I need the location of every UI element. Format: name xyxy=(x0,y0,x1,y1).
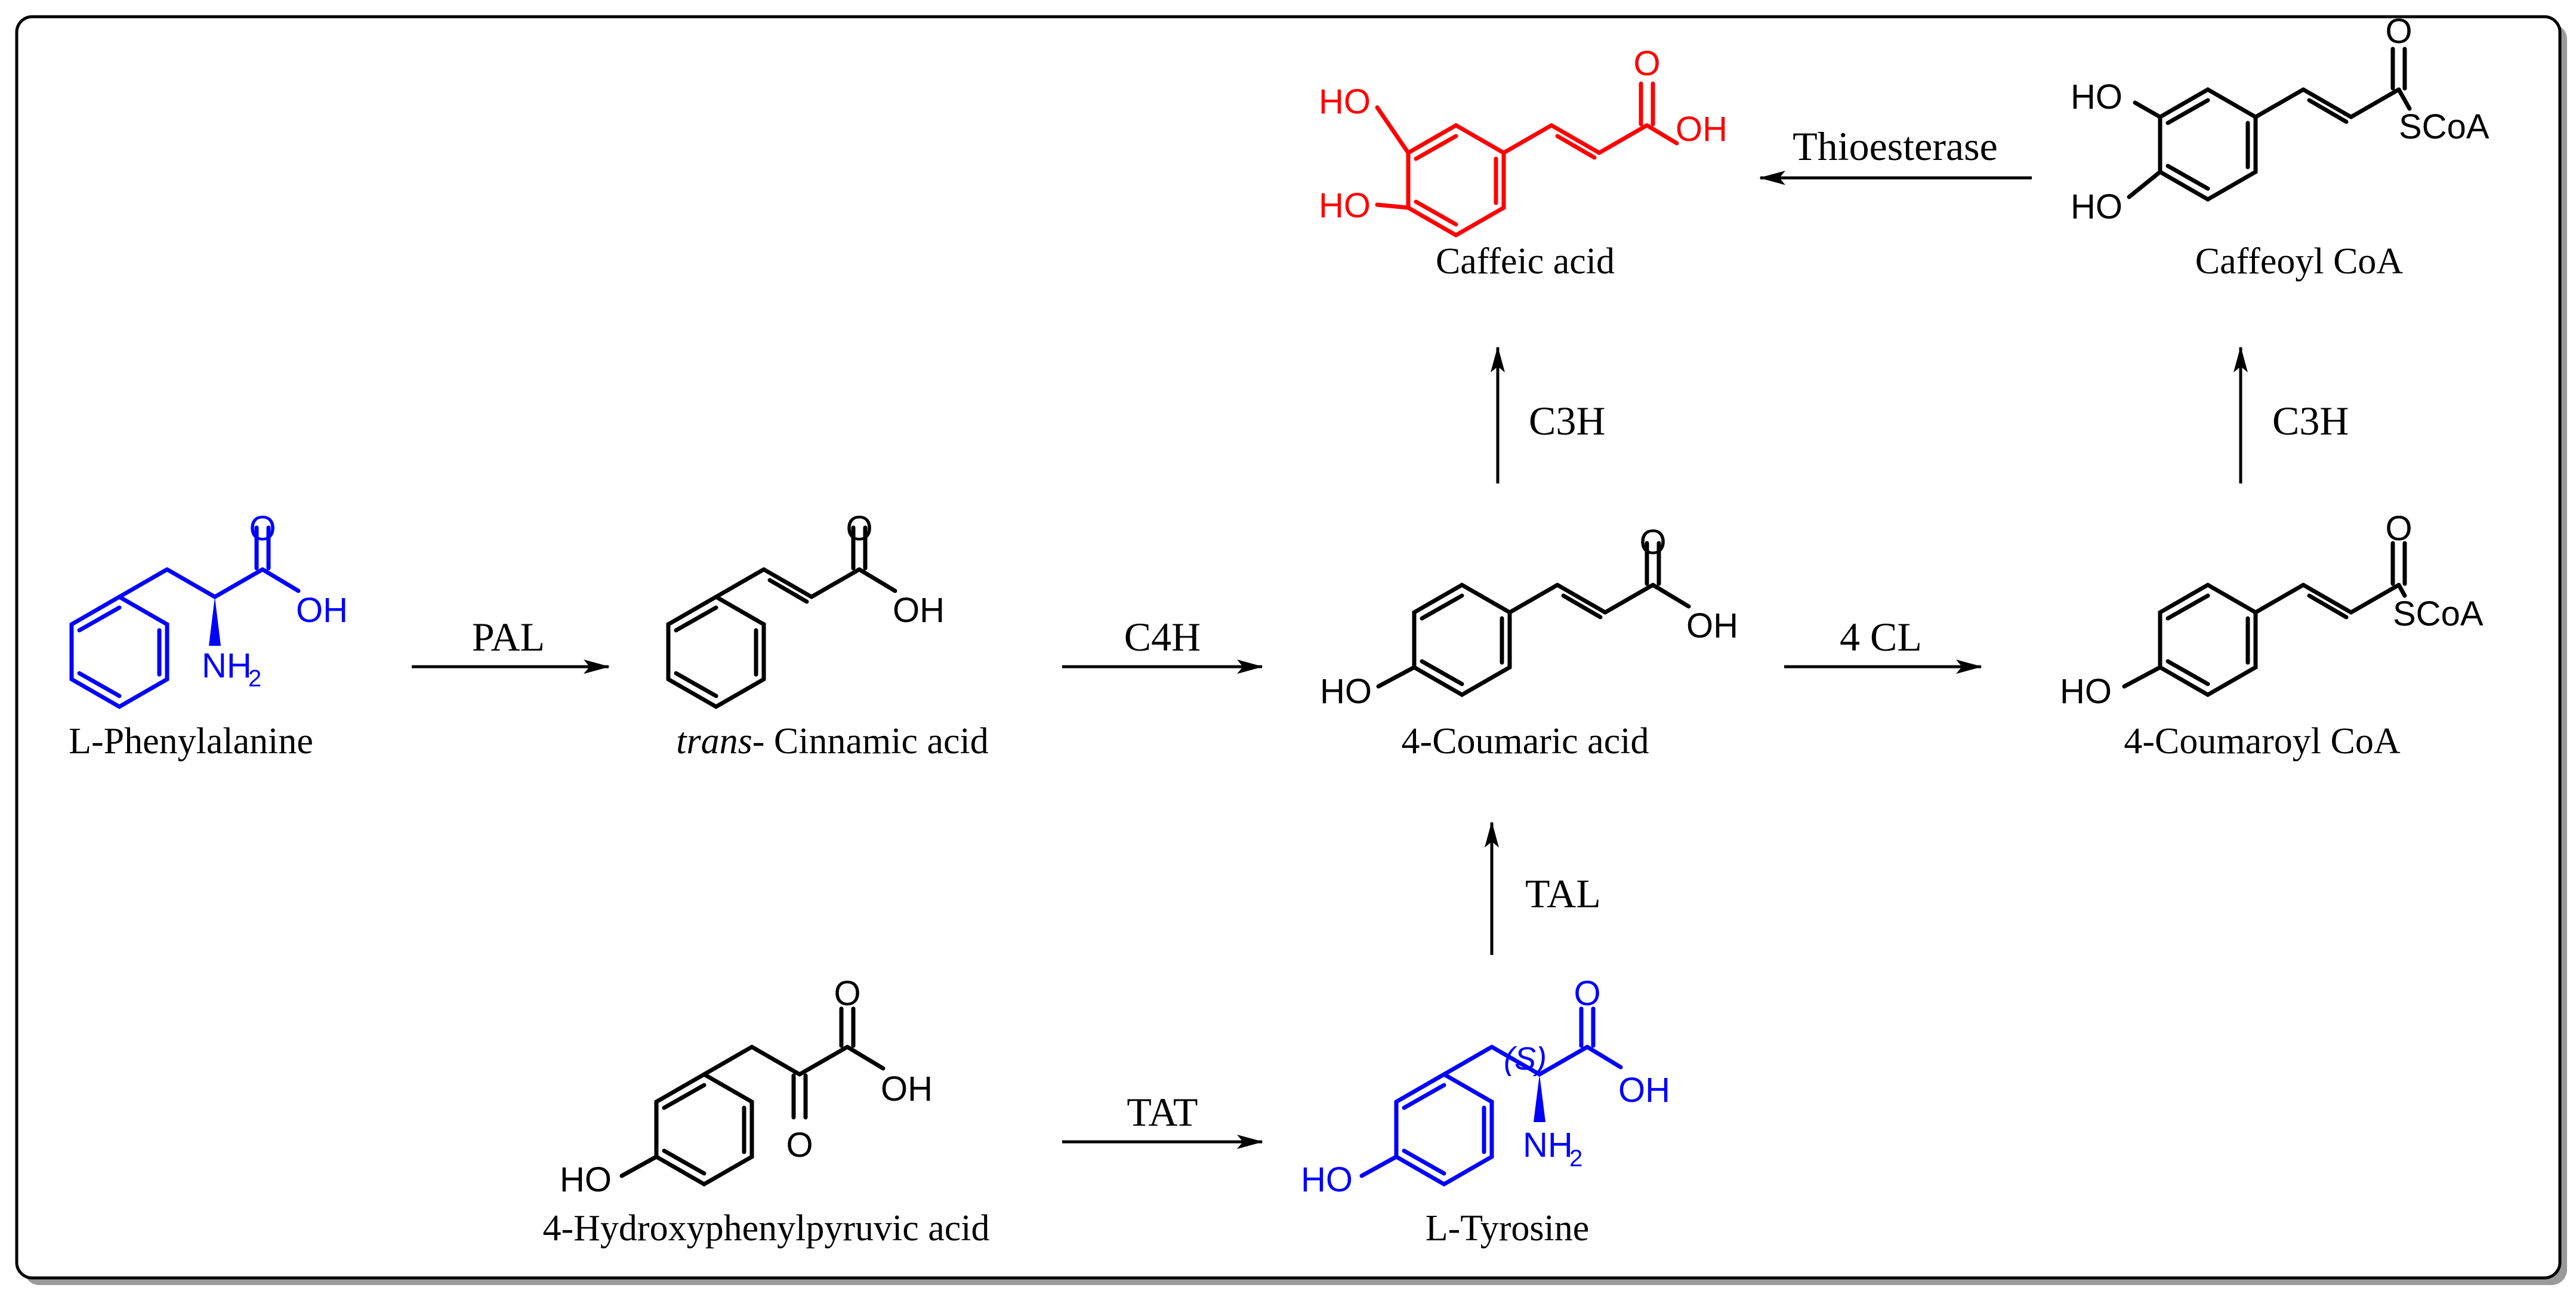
compound-4-hydroxyphenylpyruvic-acid xyxy=(619,1006,886,1187)
cafcoa-atom-o: O xyxy=(2385,12,2412,51)
enzyme-label-pal: PAL xyxy=(472,614,545,660)
cin-name-italic: trans xyxy=(676,721,752,762)
reaction-arrows xyxy=(412,171,2248,1149)
hpp-name: 4-Hydroxyphenylpyruvic acid xyxy=(543,1208,990,1249)
cafcoa-atom-scoa: SCoA xyxy=(2399,107,2489,146)
hpp-atom-o2: O xyxy=(786,1126,813,1164)
caf-atom-oh: OH xyxy=(1676,110,1727,149)
phe-name: L-Phenylalanine xyxy=(69,721,313,762)
tyr-atom-nh: NH xyxy=(1523,1126,1573,1164)
coucoa-name: 4-Coumaroyl CoA xyxy=(2124,721,2400,762)
enzyme-label-tal: TAL xyxy=(1525,871,1601,916)
phe-atom-oh: OH xyxy=(296,591,348,630)
enzyme-label-4cl: 4 CL xyxy=(1840,614,1922,660)
cou-atom-o: O xyxy=(1639,523,1666,562)
tyr-atom-o: O xyxy=(1574,974,1600,1013)
tyr-atom-oh: OH xyxy=(1618,1071,1670,1110)
compound-4-coumaroyl-coa xyxy=(2122,541,2407,698)
cou-name: 4-Coumaric acid xyxy=(1402,721,1649,762)
enzyme-label-c3h-left: C3H xyxy=(1529,398,1605,443)
phe-atom-nh: NH xyxy=(202,646,252,685)
cin-atom-o: O xyxy=(846,509,872,548)
phe-atom-o: O xyxy=(249,509,276,548)
caf-atom-o: O xyxy=(1633,44,1660,83)
compound-trans-cinnamic-acid xyxy=(666,525,897,710)
tyr-stereo-label: (S) xyxy=(1504,1041,1547,1077)
cin-atom-oh: OH xyxy=(893,591,945,630)
cou-atom-oh: OH xyxy=(1686,606,1738,645)
tyr-atom-sub: 2 xyxy=(1569,1145,1582,1172)
cafcoa-atom-ho2: HO xyxy=(2071,187,2122,226)
coucoa-atom-scoa: SCoA xyxy=(2393,594,2484,633)
compound-l-tyrosine xyxy=(1359,1006,1623,1187)
cin-name-rest: - Cinnamic acid xyxy=(752,721,989,762)
cin-name: trans- Cinnamic acid xyxy=(676,721,988,762)
cou-atom-ho: HO xyxy=(1320,672,1372,711)
compound-caffeic-acid xyxy=(1375,81,1679,238)
frame xyxy=(15,15,2562,1280)
cafcoa-atom-ho1: HO xyxy=(2071,78,2122,116)
tyr-name: L-Tyrosine xyxy=(1426,1208,1590,1249)
coucoa-atom-o: O xyxy=(2385,509,2412,548)
hpp-atom-o1: O xyxy=(834,974,860,1013)
enzyme-label-c4h: C4H xyxy=(1124,614,1201,660)
wedge-bond-tyr xyxy=(1534,1074,1545,1122)
cafcoa-name: Caffeoyl CoA xyxy=(2195,241,2404,282)
enzyme-label-tat: TAT xyxy=(1127,1089,1198,1135)
compound-4-coumaric-acid xyxy=(1376,541,1691,698)
hpp-atom-oh: OH xyxy=(881,1070,933,1108)
phe-atom-sub: 2 xyxy=(248,666,261,692)
compound-l-phenylalanine xyxy=(69,525,301,710)
caf-atom-ho1: HO xyxy=(1319,82,1371,121)
enzyme-label-thioesterase: Thioesterase xyxy=(1793,124,1998,169)
enzyme-label-c3h-right: C3H xyxy=(2272,398,2349,443)
compound-caffeoyl-coa xyxy=(2127,47,2412,202)
tyr-atom-ho: HO xyxy=(1301,1160,1353,1199)
wedge-bond xyxy=(209,597,221,646)
caf-name: Caffeic acid xyxy=(1436,241,1615,282)
coucoa-atom-ho: HO xyxy=(2060,672,2112,711)
caf-atom-ho2: HO xyxy=(1319,186,1371,225)
hpp-atom-ho: HO xyxy=(560,1160,612,1199)
